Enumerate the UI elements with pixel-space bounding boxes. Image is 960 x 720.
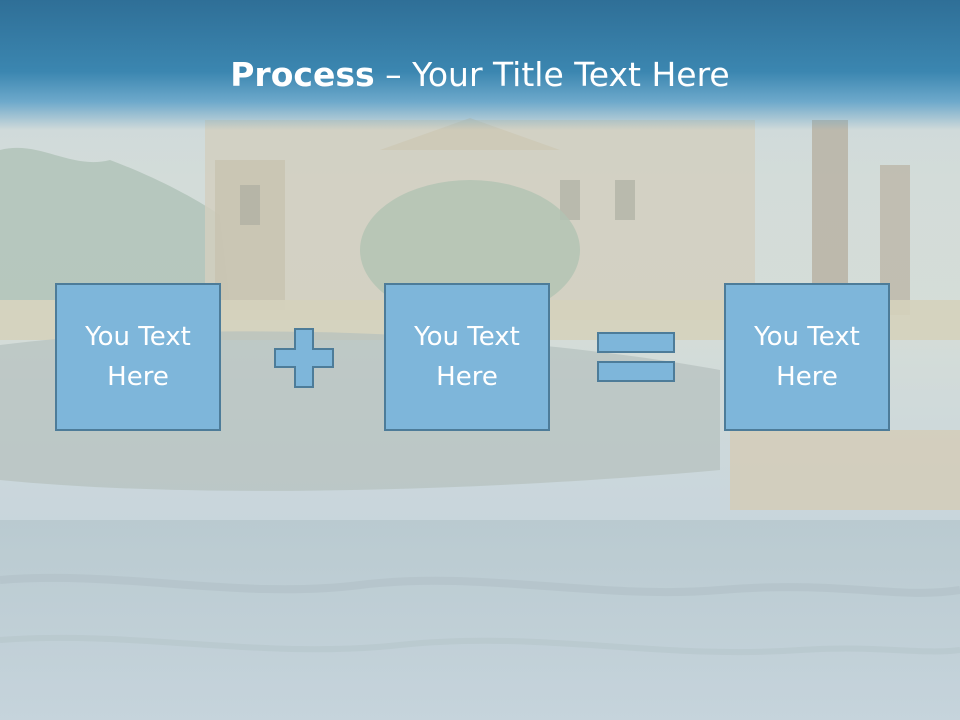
process-box-3[interactable]: You Text Here bbox=[724, 283, 890, 431]
process-box-2[interactable]: You Text Here bbox=[384, 283, 550, 431]
process-box-1[interactable]: You Text Here bbox=[55, 283, 221, 431]
page-title[interactable]: Process – Your Title Text Here bbox=[0, 50, 960, 100]
equals-icon bbox=[597, 332, 675, 382]
plus-icon bbox=[274, 328, 334, 388]
title-banner: Process – Your Title Text Here bbox=[0, 0, 960, 130]
title-bold: Process bbox=[230, 55, 375, 94]
process-box-label: You Text Here bbox=[85, 322, 191, 392]
process-box-label: You Text Here bbox=[414, 322, 520, 392]
title-rest: – Your Title Text Here bbox=[374, 55, 730, 94]
process-box-label: You Text Here bbox=[754, 322, 860, 392]
